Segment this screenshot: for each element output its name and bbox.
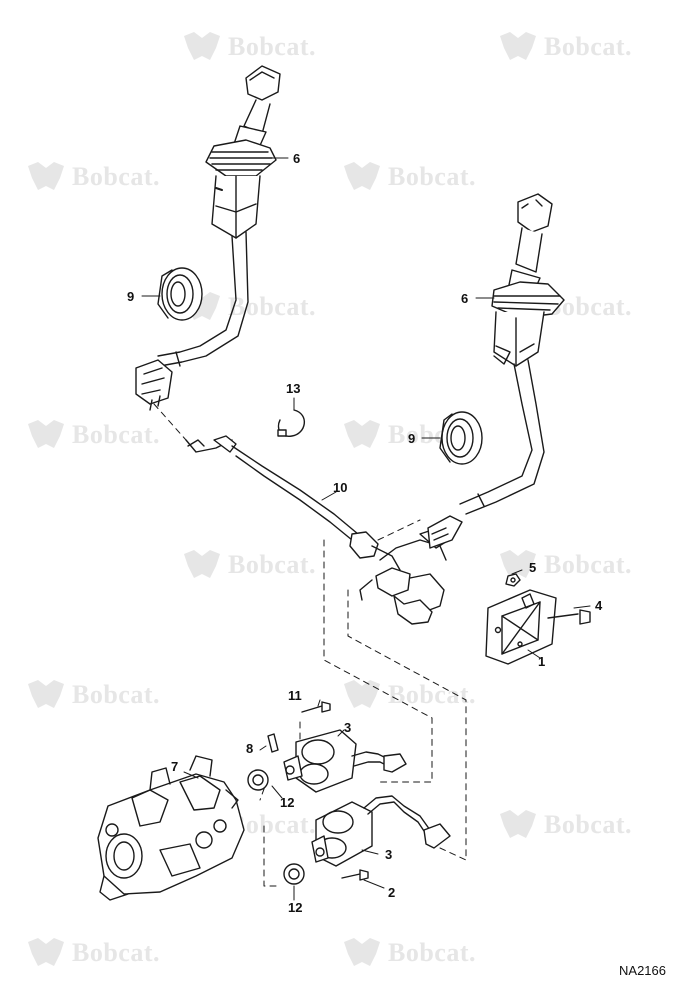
watermark: Bobcat. xyxy=(24,418,160,452)
bobcat-logo-icon xyxy=(344,680,380,708)
watermark: Bobcat. xyxy=(180,30,316,64)
callout-2: 2 xyxy=(388,885,396,900)
callout-12-upper: 12 xyxy=(280,795,295,810)
bobcat-logo-icon xyxy=(344,162,380,190)
watermark: Bobcat. xyxy=(340,160,476,194)
leader-lines xyxy=(141,157,591,901)
callout-4: 4 xyxy=(595,598,603,613)
tie-strap xyxy=(277,409,305,437)
callout-7: 7 xyxy=(171,759,179,774)
nut xyxy=(505,573,521,587)
watermark: Bobcat. xyxy=(180,290,316,324)
callout-9-left: 9 xyxy=(127,289,135,304)
bobcat-logo-icon xyxy=(500,550,536,578)
callout-11: 11 xyxy=(288,688,302,703)
bobcat-logo-icon xyxy=(344,420,380,448)
o-ring-lower xyxy=(283,863,305,885)
valve-body xyxy=(97,755,245,901)
callout-10: 10 xyxy=(333,480,348,495)
callout-1: 1 xyxy=(538,654,546,669)
boot-right xyxy=(439,411,483,465)
watermark: Bobcat. xyxy=(496,548,632,582)
watermark: Bobcat. xyxy=(24,678,160,712)
bobcat-logo-icon xyxy=(28,680,64,708)
callout-3-upper: 3 xyxy=(344,720,352,735)
solenoid-lower xyxy=(311,795,451,867)
right-joystick xyxy=(491,193,565,367)
o-ring-upper xyxy=(247,769,269,791)
watermark: Bobcat. xyxy=(340,936,476,970)
callout-13: 13 xyxy=(286,381,301,396)
watermark: Bobcat. xyxy=(180,548,316,582)
screw-2 xyxy=(341,869,369,881)
bobcat-logo-icon xyxy=(28,162,64,190)
bolt-4 xyxy=(547,609,591,625)
left-joystick xyxy=(205,65,281,239)
watermark: Bobcat. xyxy=(24,160,160,194)
bobcat-logo-icon xyxy=(344,938,380,966)
watermark: Bobcat. xyxy=(24,936,160,970)
left-joystick-cable xyxy=(157,231,249,367)
left-connectors xyxy=(135,359,173,411)
callout-3-lower: 3 xyxy=(385,847,393,862)
figure-code: NA2166 xyxy=(619,963,666,978)
callout-9-right: 9 xyxy=(408,431,416,446)
right-joystick-cable xyxy=(427,359,545,549)
watermark: Bobcat. xyxy=(340,678,476,712)
watermark: Bobcat. xyxy=(496,30,632,64)
bobcat-logo-icon xyxy=(28,420,64,448)
callout-5: 5 xyxy=(529,560,537,575)
bracket xyxy=(485,589,557,665)
bobcat-logo-icon xyxy=(500,810,536,838)
solenoid-upper xyxy=(283,729,407,793)
boot-left xyxy=(157,267,203,321)
callout-6-left: 6 xyxy=(293,151,301,166)
harness xyxy=(185,435,453,625)
screw-11 xyxy=(301,701,331,713)
bobcat-logo-icon xyxy=(184,550,220,578)
callout-6-right: 6 xyxy=(461,291,469,306)
assembly-lines xyxy=(153,403,467,887)
bobcat-logo-icon xyxy=(184,32,220,60)
bobcat-logo-icon xyxy=(28,938,64,966)
pin xyxy=(267,733,279,753)
bobcat-logo-icon xyxy=(500,32,536,60)
callout-8: 8 xyxy=(246,741,254,756)
watermark: Bobcat. xyxy=(496,808,632,842)
callout-12-lower: 12 xyxy=(288,900,303,915)
